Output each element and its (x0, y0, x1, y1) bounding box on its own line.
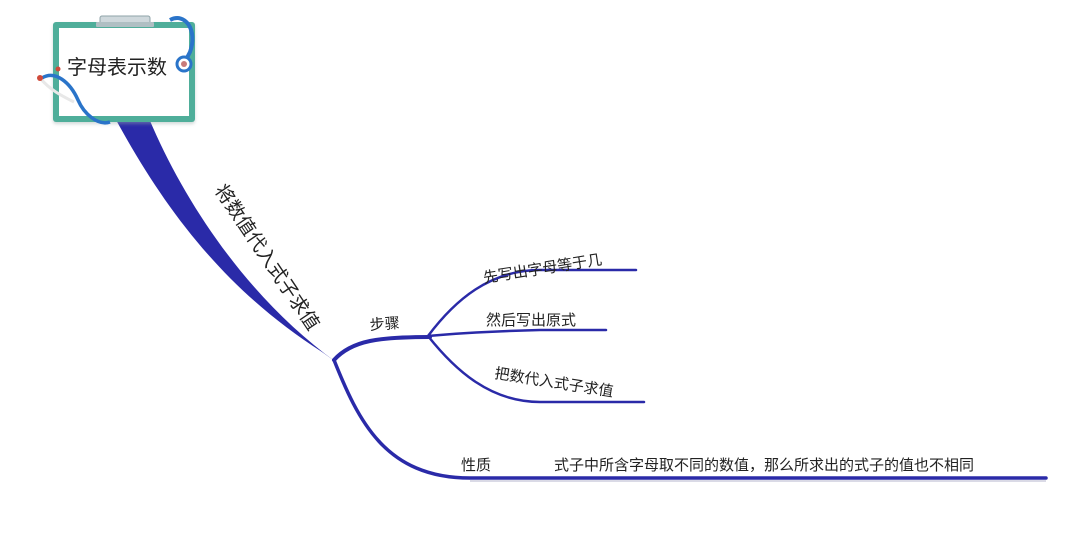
clipboard-stethoscope-icon (37, 15, 195, 125)
step-1-branch (426, 268, 638, 338)
main-branch (115, 116, 336, 362)
step-item-1[interactable]: 先写出字母等于几 (482, 250, 603, 287)
root-label[interactable]: 字母表示数 (67, 55, 167, 79)
property-label[interactable]: 性质 (461, 456, 491, 474)
steps-branch (332, 335, 432, 362)
steps-label[interactable]: 步骤 (369, 314, 400, 334)
property-detail[interactable]: 式子中所含字母取不同的数值，那么所求出的式子的值也不相同 (554, 456, 974, 474)
property-branch (332, 358, 1048, 480)
step-3-branch (426, 334, 646, 404)
step-item-3[interactable]: 把数代入式子求值 (493, 364, 614, 401)
step-2-branch (426, 328, 608, 338)
step-item-2[interactable]: 然后写出原式 (486, 311, 576, 329)
